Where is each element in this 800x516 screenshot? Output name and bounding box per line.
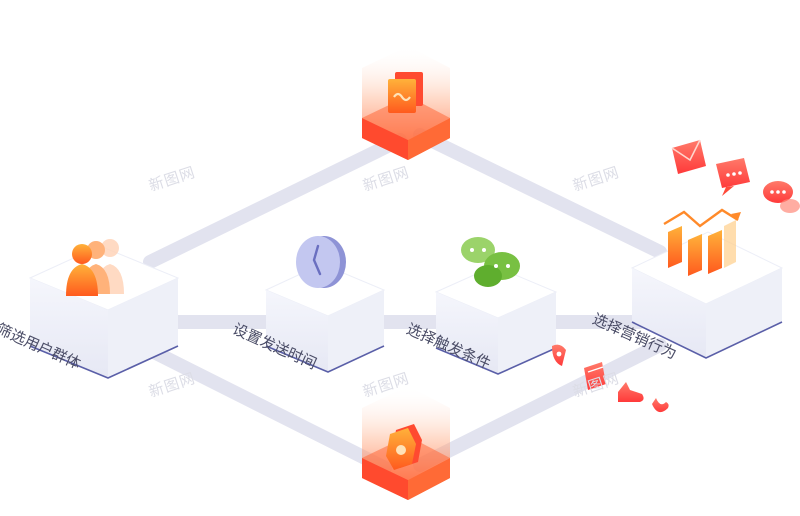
clock-icon	[296, 236, 346, 288]
box-action	[630, 208, 784, 359]
mail-icon	[671, 139, 706, 174]
edge-bottom-action	[413, 338, 667, 472]
edge-top-action	[413, 128, 667, 259]
box-trigger	[434, 237, 558, 375]
chat-bubbles-icon	[461, 237, 520, 287]
node-bottom-glow	[362, 386, 450, 500]
bar-chart-icon	[663, 208, 741, 276]
node-top-glow	[362, 46, 450, 160]
edge-filter-top	[143, 133, 407, 269]
edge-filter-bottom	[133, 338, 392, 475]
speech-bubble-icon	[763, 181, 800, 213]
box-time	[264, 236, 386, 373]
box-filter	[28, 239, 180, 379]
hook-icon	[652, 398, 669, 413]
user-group-icon	[66, 239, 124, 296]
wave-card-icon	[388, 72, 423, 113]
marketing-icons-bottom	[552, 344, 669, 413]
pin-icon	[552, 344, 566, 366]
marketing-icons-top	[671, 139, 800, 213]
shoe-icon	[618, 382, 644, 402]
target-badge-icon	[386, 424, 422, 470]
calendar-icon	[584, 362, 606, 390]
message-icon	[716, 158, 750, 196]
